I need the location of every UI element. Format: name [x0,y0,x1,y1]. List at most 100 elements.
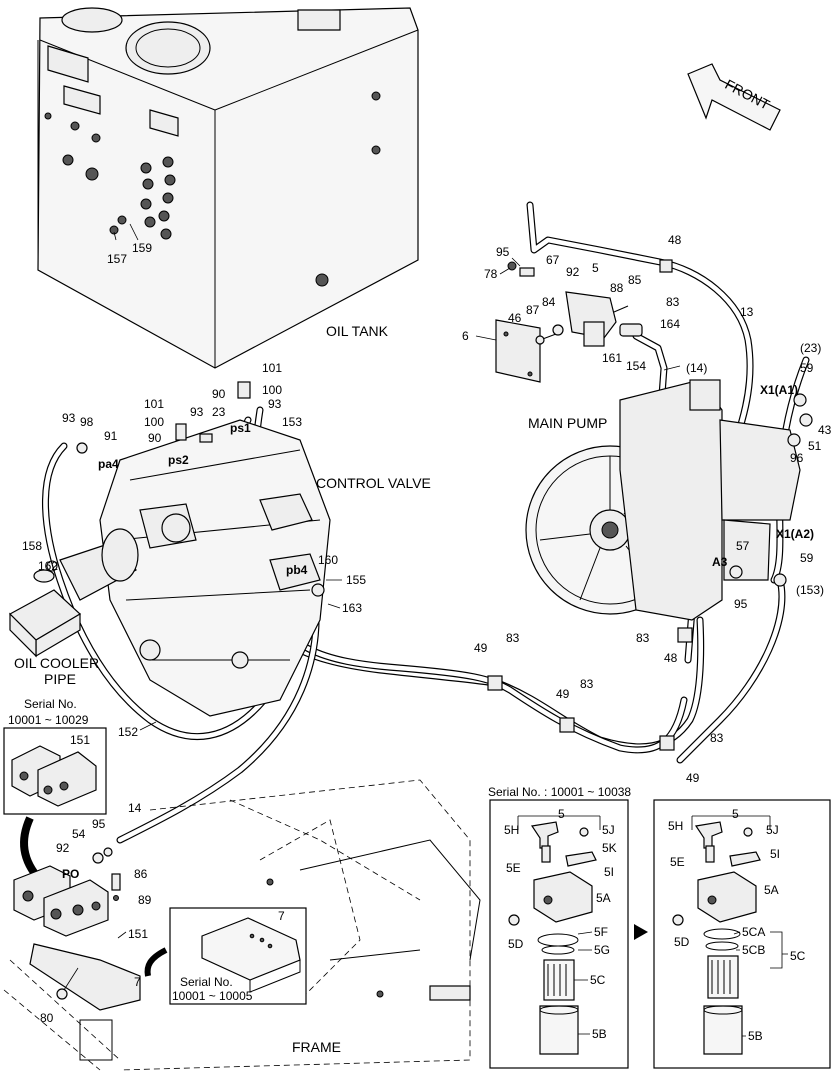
callout-48-a: 48 [668,233,682,247]
port-pa4: pa4 [98,457,119,471]
callout-f5D: 5D [508,937,524,951]
port-x1a1: X1(A1) [760,383,798,397]
callout-78: 78 [484,267,498,281]
callout-f5H: 5H [504,823,519,837]
filter-detail-serial [489,799,629,1069]
frame [3,779,481,1071]
callout-g5CB: 5CB [742,943,765,957]
callout-84: 84 [542,295,556,309]
callout-92-b: 92 [56,841,70,855]
callout-90-a: 90 [212,387,226,401]
bracket-box [144,907,307,1005]
callout-164: 164 [660,317,680,331]
callout-49-b: 49 [556,687,570,701]
callout-162: 162 [38,559,58,573]
frame-label: FRAME [292,1039,341,1055]
port-ps1: ps1 [230,421,251,435]
serial-bracket-2: 10001 ~ 10005 [172,989,253,1003]
oil-cooler-label-1: OIL COOLER [14,655,99,671]
callout-83-c: 83 [506,631,520,645]
port-x1a2: X1(A2) [776,527,814,541]
callout-86: 86 [134,867,148,881]
callout-51: 51 [808,439,822,453]
po-valve-assembly [13,847,141,1011]
callout-91: 91 [104,429,118,443]
callout-49-c: 49 [686,771,700,785]
callout-88: 88 [610,281,624,295]
callout-95-c: 95 [92,817,106,831]
callout-152: 152 [118,725,138,739]
callout-f5B: 5B [592,1027,607,1041]
callout-g5B: 5B [748,1029,763,1043]
callout-93-b: 93 [190,405,204,419]
callout-23-a: (23) [800,341,821,355]
oil-tank [37,7,419,369]
callout-14-b: 14 [128,801,142,815]
callout-85: 85 [628,273,642,287]
callout-f5A: 5A [596,891,611,905]
callout-43: 43 [818,423,832,437]
callout-f5E: 5E [506,861,521,875]
callout-57: 57 [736,539,750,553]
callout-95-a: 95 [496,245,510,259]
callout-95-b: 95 [734,597,748,611]
callout-g5E: 5E [670,855,685,869]
callout-80: 80 [40,1011,54,1025]
callout-g5H: 5H [668,819,683,833]
callout-100-a: 100 [262,383,282,397]
oil-cooler-label-2: PIPE [44,671,76,687]
callout-151-a: 151 [70,733,90,747]
serial-left-1: Serial No. [24,697,77,711]
callout-101-b: 101 [144,397,164,411]
callout-g5A: 5A [764,883,779,897]
callout-92-a: 92 [566,265,580,279]
callout-155: 155 [346,573,366,587]
callout-g5C: 5C [790,949,806,963]
callout-46: 46 [508,311,522,325]
callout-161: 161 [602,351,622,365]
oil-cooler-pipe [9,560,81,658]
serial-bracket-1: Serial No. [180,975,233,989]
callout-90-b: 90 [148,431,162,445]
callout-f5C: 5C [590,973,606,987]
callout-14-a: (14) [686,361,707,375]
control-valve-label: CONTROL VALVE [316,475,431,491]
callout-59-b: 59 [800,551,814,565]
callout-7-b: 7 [278,909,285,923]
callout-48-b: 48 [664,651,678,665]
callout-93-a: 93 [268,397,282,411]
callout-g5I: 5I [770,847,780,861]
callout-157: 157 [107,252,127,266]
callout-154: 154 [626,359,646,373]
pressure-sensor-group [495,261,643,383]
callout-23-b: 23 [212,405,226,419]
transition-arrow [634,924,648,940]
callout-49-a: 49 [474,641,488,655]
port-pb4: pb4 [286,563,308,577]
callout-13: 13 [740,305,754,319]
callout-163: 163 [342,601,362,615]
main-pump-label: MAIN PUMP [528,415,607,431]
callout-96: 96 [790,451,804,465]
callout-153-a: (153) [796,583,824,597]
callout-83-a: 83 [666,295,680,309]
callout-7-a: 7 [134,975,141,989]
serial-left-2: 10001 ~ 10029 [8,713,89,727]
serial-box-left [3,727,107,815]
callout-f5J: 5J [602,823,615,837]
callout-83-d: 83 [580,677,594,691]
callout-f5K: 5K [602,841,617,855]
callout-83-e: 83 [710,731,724,745]
callout-g5J: 5J [766,823,779,837]
callout-f5: 5 [558,807,565,821]
callout-g5CA: 5CA [742,925,765,939]
callout-83-b: 83 [636,631,650,645]
callout-f5I: 5I [604,865,614,879]
callout-6: 6 [462,329,469,343]
callout-153-b: 153 [282,415,302,429]
callout-100-b: 100 [144,415,164,429]
callout-159: 159 [132,241,152,255]
callout-59-a: 59 [800,361,814,375]
callout-f5G: 5G [594,943,610,957]
